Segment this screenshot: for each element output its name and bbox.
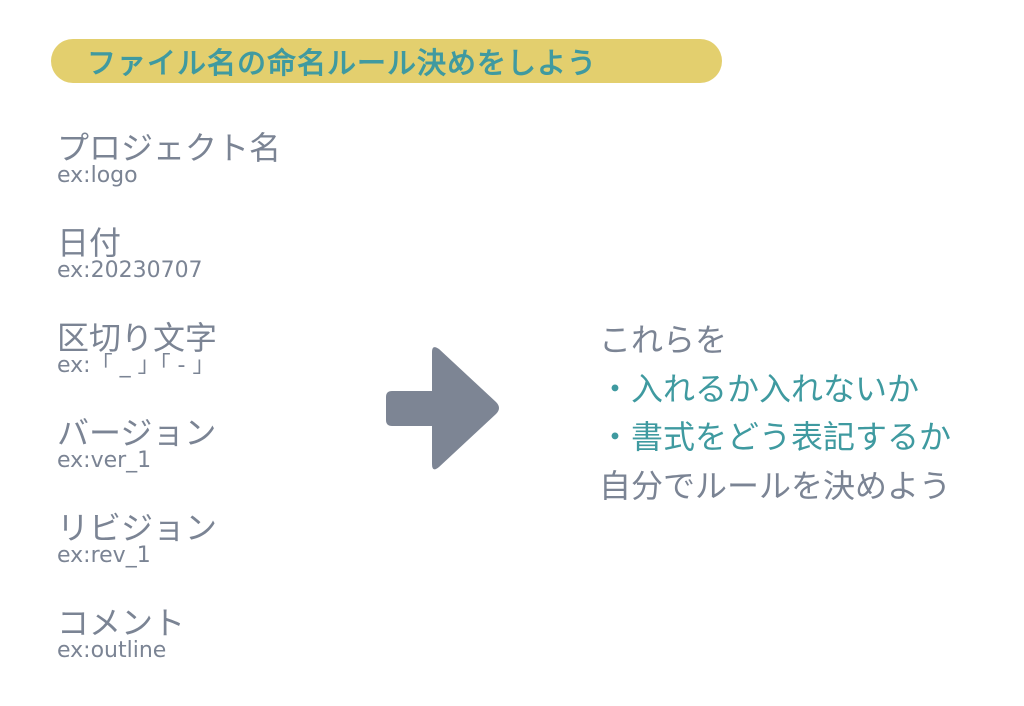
item-example: ex:「 _ 」「 - 」 [57, 353, 215, 378]
page-title: ファイル名の命名ルール決めをしよう [87, 46, 598, 80]
arrow-right-icon [384, 344, 502, 478]
summary-bullet: ・入れるか入れないか [599, 369, 920, 408]
list-item: 日付 ex:20230707 [57, 223, 281, 318]
list-item: コメント ex:outline [57, 603, 281, 698]
naming-elements-list: プロジェクト名 ex:logo 日付 ex:20230707 区切り文字 ex:… [57, 128, 281, 698]
list-item: プロジェクト名 ex:logo [57, 128, 281, 223]
item-example: ex:outline [57, 638, 167, 663]
item-label: 日付 [57, 224, 122, 262]
item-label: バージョン [57, 414, 217, 452]
item-example: ex:logo [57, 163, 138, 188]
item-label: プロジェクト名 [57, 129, 282, 167]
list-item: リビジョン ex:rev_1 [57, 508, 281, 603]
item-label: リビジョン [57, 509, 218, 547]
summary-intro: これらを [599, 321, 728, 359]
title-banner: ファイル名の命名ルール決めをしよう [51, 39, 722, 83]
item-example: ex:ver_1 [57, 448, 152, 473]
list-item: 区切り文字 ex:「 _ 」「 - 」 [57, 318, 281, 413]
list-item: バージョン ex:ver_1 [57, 413, 281, 508]
summary-bullet: ・書式をどう表記するか [599, 418, 952, 456]
item-label: 区切り文字 [57, 319, 218, 357]
summary-conclusion: 自分でルールを決めよう [599, 466, 952, 505]
item-label: コメント [57, 604, 186, 642]
item-example: ex:20230707 [57, 258, 203, 283]
summary-text: これらを ・入れるか入れないか ・書式をどう表記するか 自分でルールを決めよう [599, 316, 951, 510]
item-example: ex:rev_1 [57, 543, 151, 568]
